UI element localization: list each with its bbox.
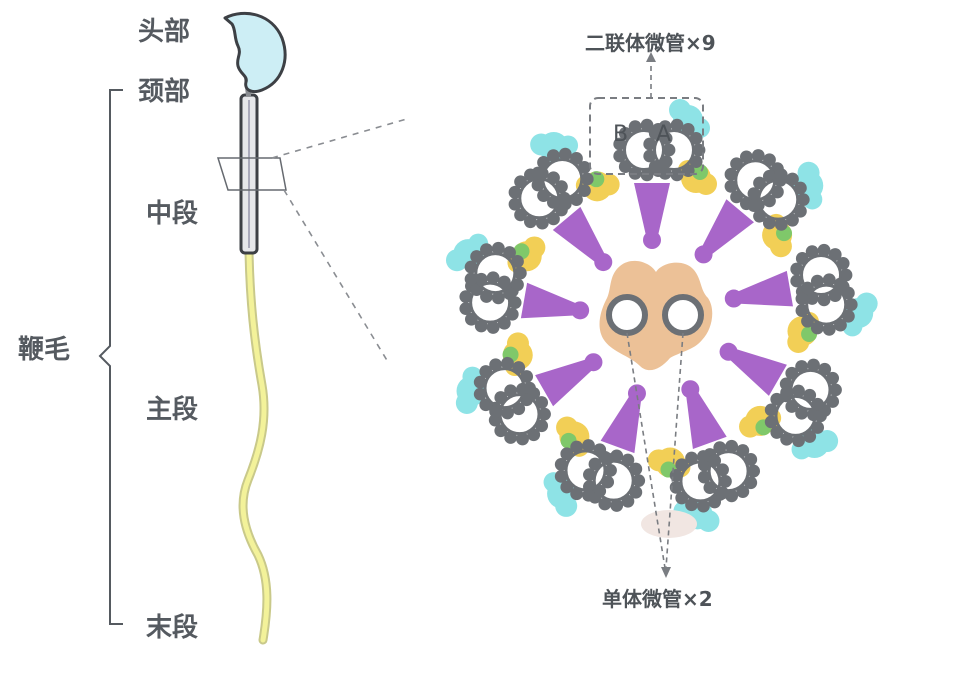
radial-spoke: [535, 353, 603, 407]
singlet-arrow-left: [626, 332, 666, 569]
flagellum-bracket: [98, 89, 123, 625]
radial-spoke: [694, 199, 754, 264]
sperm-head: [223, 11, 287, 94]
doublet-microtubule: [764, 358, 842, 448]
tubule-b: [583, 449, 646, 512]
label-midpiece: 中段: [146, 198, 198, 229]
tubule-a: [764, 384, 827, 448]
label-tubule-a: A: [656, 122, 671, 147]
label-principal: 主段: [146, 394, 198, 425]
doublet-microtubule: [554, 439, 646, 512]
radial-spoke: [634, 183, 670, 249]
label-head: 头部: [138, 17, 190, 47]
radial-spoke: [681, 380, 727, 449]
radial-spoke-layer: [520, 183, 793, 454]
doublet-microtubule-layer: [459, 118, 858, 513]
label-doublet: 二联体微管×9: [585, 31, 716, 55]
tubule-a: [464, 241, 527, 305]
doublet-highlight-box: [589, 97, 704, 175]
radial-spoke: [719, 342, 787, 396]
radial-spoke: [724, 270, 793, 308]
label-neck: 颈部: [138, 77, 190, 107]
tubule-a: [473, 356, 536, 420]
radial-spoke: [520, 282, 590, 320]
central-singlet-right: [662, 294, 704, 336]
radial-spoke: [600, 384, 646, 454]
singlet-arrow-right: [665, 332, 684, 569]
axoneme-cross-section: [445, 99, 878, 538]
radial-spoke: [552, 206, 613, 272]
doublet-microtubule: [724, 149, 810, 231]
doublet-microtubule: [508, 147, 594, 230]
label-singlet: 单体微管×2: [602, 587, 713, 611]
tubule-a: [669, 450, 732, 513]
sperm-illustration: [216, 11, 411, 645]
section-plane: [216, 157, 287, 191]
doublet-microtubule: [790, 243, 858, 336]
tubule-a: [795, 273, 858, 336]
label-flagellum: 鞭毛: [18, 335, 70, 365]
label-tubule-b: B: [613, 122, 628, 147]
tubule-a: [747, 168, 810, 231]
doublet-microtubule: [669, 439, 761, 513]
tubule-a: [531, 147, 594, 211]
central-sheath: [599, 260, 713, 371]
doublet-microtubule: [459, 241, 527, 334]
doublet-microtubule: [473, 356, 551, 446]
zoom-line-top: [271, 117, 411, 159]
central-singlet-left: [606, 294, 648, 336]
central-apparatus: [599, 260, 713, 371]
zoom-line-bottom: [283, 189, 389, 363]
tubule-b: [697, 439, 761, 503]
label-endpiece: 末段: [146, 612, 198, 643]
tubule-a: [554, 439, 617, 502]
